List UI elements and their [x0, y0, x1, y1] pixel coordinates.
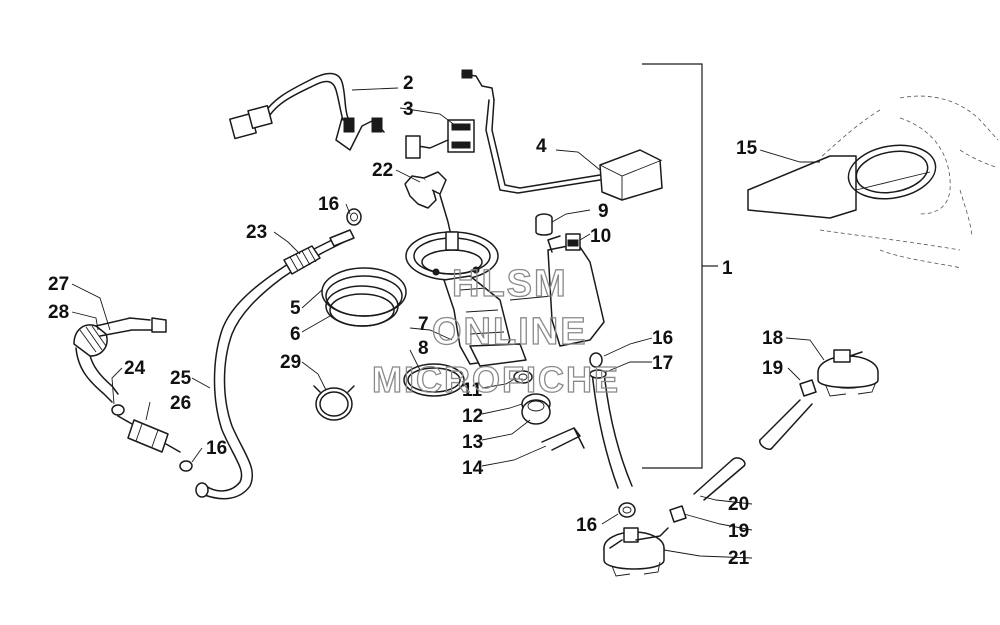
fuel-pump-assembly	[405, 231, 605, 367]
callout-22: 22	[372, 160, 393, 181]
connector-module	[599, 149, 663, 201]
return-hose	[589, 352, 636, 518]
sensor-lead	[405, 69, 601, 194]
callout-labels: 2 3 4 22 16 9 10 15 23 1 27 28 5 6 7 8 1…	[48, 73, 783, 569]
callout-16: 16	[206, 438, 227, 459]
lock-ring	[313, 385, 355, 421]
wire-harness	[229, 72, 385, 151]
callout-3: 3	[403, 99, 414, 120]
callout-26: 26	[170, 393, 191, 414]
callout-16: 16	[652, 328, 673, 349]
callout-4: 4	[536, 136, 547, 157]
clamp-top	[346, 208, 362, 226]
callout-9: 9	[598, 201, 609, 222]
callout-29: 29	[280, 352, 301, 373]
callout-10: 10	[590, 226, 611, 247]
callout-6: 6	[290, 324, 301, 345]
elbow-fitting	[404, 171, 453, 241]
callout-16: 16	[576, 515, 597, 536]
callout-7: 7	[418, 314, 429, 335]
callout-16: 16	[318, 194, 339, 215]
callout-14: 14	[462, 458, 484, 479]
callout-2: 2	[403, 73, 414, 94]
callout-17: 17	[652, 353, 673, 374]
callout-13: 13	[462, 432, 483, 453]
callout-19: 19	[728, 521, 749, 542]
fuel-hose-main	[195, 229, 355, 500]
callout-12: 12	[462, 406, 483, 427]
callout-21: 21	[728, 548, 750, 569]
tank-inset	[747, 95, 999, 269]
callout-25: 25	[170, 368, 192, 389]
assembly-bracket	[642, 63, 718, 469]
callout-1: 1	[722, 258, 733, 279]
watermark-line-1: HLSM	[452, 263, 568, 305]
callout-27: 27	[48, 274, 69, 295]
rubber-sleeve	[535, 213, 553, 236]
leader-lines	[71, 87, 825, 559]
callout-5: 5	[290, 298, 301, 319]
vent-line	[73, 317, 167, 416]
callout-19: 19	[762, 358, 783, 379]
watermark-line-2: ONLINE	[432, 311, 588, 353]
vent-valves	[603, 349, 879, 577]
o-ring-large	[403, 363, 465, 397]
callout-20: 20	[728, 494, 749, 515]
callout-15: 15	[736, 138, 758, 159]
tank-gasket	[321, 267, 407, 327]
callout-8: 8	[418, 338, 429, 359]
callout-18: 18	[762, 328, 783, 349]
fuel-filter	[117, 415, 193, 472]
callout-24: 24	[124, 358, 146, 379]
watermark-line-3: MICROFICHE	[372, 359, 620, 400]
callout-28: 28	[48, 302, 69, 323]
watermark: HLSM ONLINE MICROFICHE	[371, 262, 620, 400]
callout-23: 23	[246, 222, 267, 243]
callout-11: 11	[462, 380, 483, 401]
